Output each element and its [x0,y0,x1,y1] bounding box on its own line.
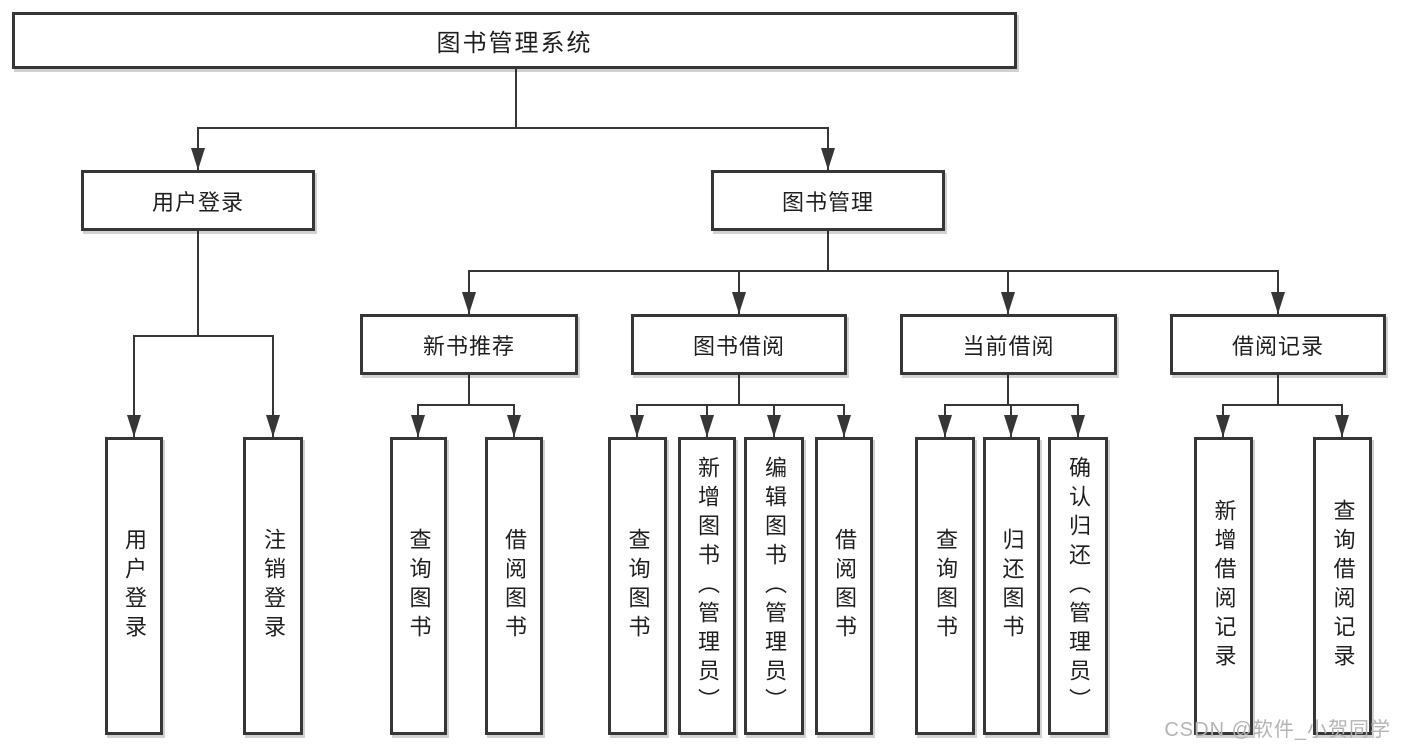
arrow-down-icon [630,415,644,437]
arrow-down-icon [1271,292,1285,314]
leaf-logout-label: 注销登录 [261,528,286,644]
node-user-login: 用户登录 [81,170,315,231]
node-current-borrow: 当前借阅 [900,314,1117,375]
csdn-watermark: CSDN @软件_小贺同学 [1164,719,1391,741]
leaf-borrowing-add-book-label: 新增图书（管理员） [695,455,720,717]
node-new-book-rec: 新书推荐 [360,314,578,375]
connector-vline [272,335,274,437]
arrow-down-icon [1004,415,1018,437]
arrow-down-icon [127,415,141,437]
leaf-current-return-book: 归还图书 [983,437,1040,735]
connector-hline [1222,404,1342,406]
arrow-down-icon [462,292,476,314]
leaf-newrec-borrow-books-label: 借阅图书 [502,528,527,644]
arrow-down-icon [1071,415,1085,437]
arrow-down-icon [1001,292,1015,314]
node-new-book-rec-label: 新书推荐 [422,333,515,359]
leaf-records-query-record-label: 查询借阅记录 [1330,499,1356,673]
arrow-down-icon [507,415,521,437]
leaf-borrowing-edit-book-label: 编辑图书（管理员） [762,455,787,717]
leaf-current-query-books: 查询图书 [915,437,975,735]
arrow-down-icon [700,415,714,437]
node-book-mgmt-label: 图书管理 [781,189,874,215]
node-borrow-records: 借阅记录 [1170,314,1386,375]
connector-vline [1007,375,1009,406]
arrow-down-icon [821,148,835,170]
node-root-label: 图书管理系统 [436,30,593,57]
leaf-borrowing-add-book: 新增图书（管理员） [678,437,736,735]
leaf-borrowing-borrow-book-label: 借阅图书 [832,528,857,644]
leaf-borrowing-borrow-book: 借阅图书 [815,437,873,735]
connector-vline [515,68,517,129]
leaf-records-add-record-label: 新增借阅记录 [1211,499,1237,673]
node-borrow-records-label: 借阅记录 [1231,333,1324,359]
leaf-current-return-book-label: 归还图书 [999,528,1025,644]
connector-hline [468,270,1279,272]
connector-vline [197,231,199,337]
node-user-login-label: 用户登录 [151,189,244,215]
node-book-borrowing-label: 图书借阅 [692,333,785,359]
node-root: 图书管理系统 [12,12,1017,69]
node-book-mgmt: 图书管理 [711,170,945,231]
leaf-newrec-query-books: 查询图书 [390,437,447,735]
leaf-user-login-label: 用户登录 [122,528,147,644]
leaf-records-query-record: 查询借阅记录 [1313,437,1372,735]
connector-hline [133,335,274,337]
connector-vline [133,335,135,437]
connector-vline [1277,375,1279,406]
leaf-newrec-borrow-books: 借阅图书 [485,437,543,735]
arrow-down-icon [1335,415,1349,437]
leaf-records-add-record: 新增借阅记录 [1194,437,1253,735]
leaf-borrowing-edit-book: 编辑图书（管理员） [744,437,804,735]
leaf-logout: 注销登录 [243,437,303,735]
leaf-borrowing-query-books: 查询图书 [608,437,667,735]
arrow-down-icon [191,148,205,170]
arrow-down-icon [411,415,425,437]
arrow-down-icon [837,415,851,437]
connector-vline [827,231,829,272]
arrow-down-icon [767,415,781,437]
connector-vline [468,375,470,406]
connector-hline [197,127,829,129]
leaf-current-confirm-return-label: 确认归还（管理员） [1066,455,1091,717]
arrow-down-icon [1216,415,1230,437]
leaf-newrec-query-books-label: 查询图书 [406,528,432,644]
leaf-current-query-books-label: 查询图书 [933,528,958,644]
arrow-down-icon [938,415,952,437]
connector-vline [738,375,740,406]
node-current-borrow-label: 当前借阅 [962,333,1055,359]
connector-hline [636,404,844,406]
leaf-borrowing-query-books-label: 查询图书 [625,528,651,644]
arrow-down-icon [266,415,280,437]
leaf-current-confirm-return: 确认归还（管理员） [1048,437,1108,735]
arrow-down-icon [732,292,746,314]
leaf-user-login: 用户登录 [105,437,163,735]
node-book-borrowing: 图书借阅 [631,314,847,375]
connector-hline [417,404,515,406]
